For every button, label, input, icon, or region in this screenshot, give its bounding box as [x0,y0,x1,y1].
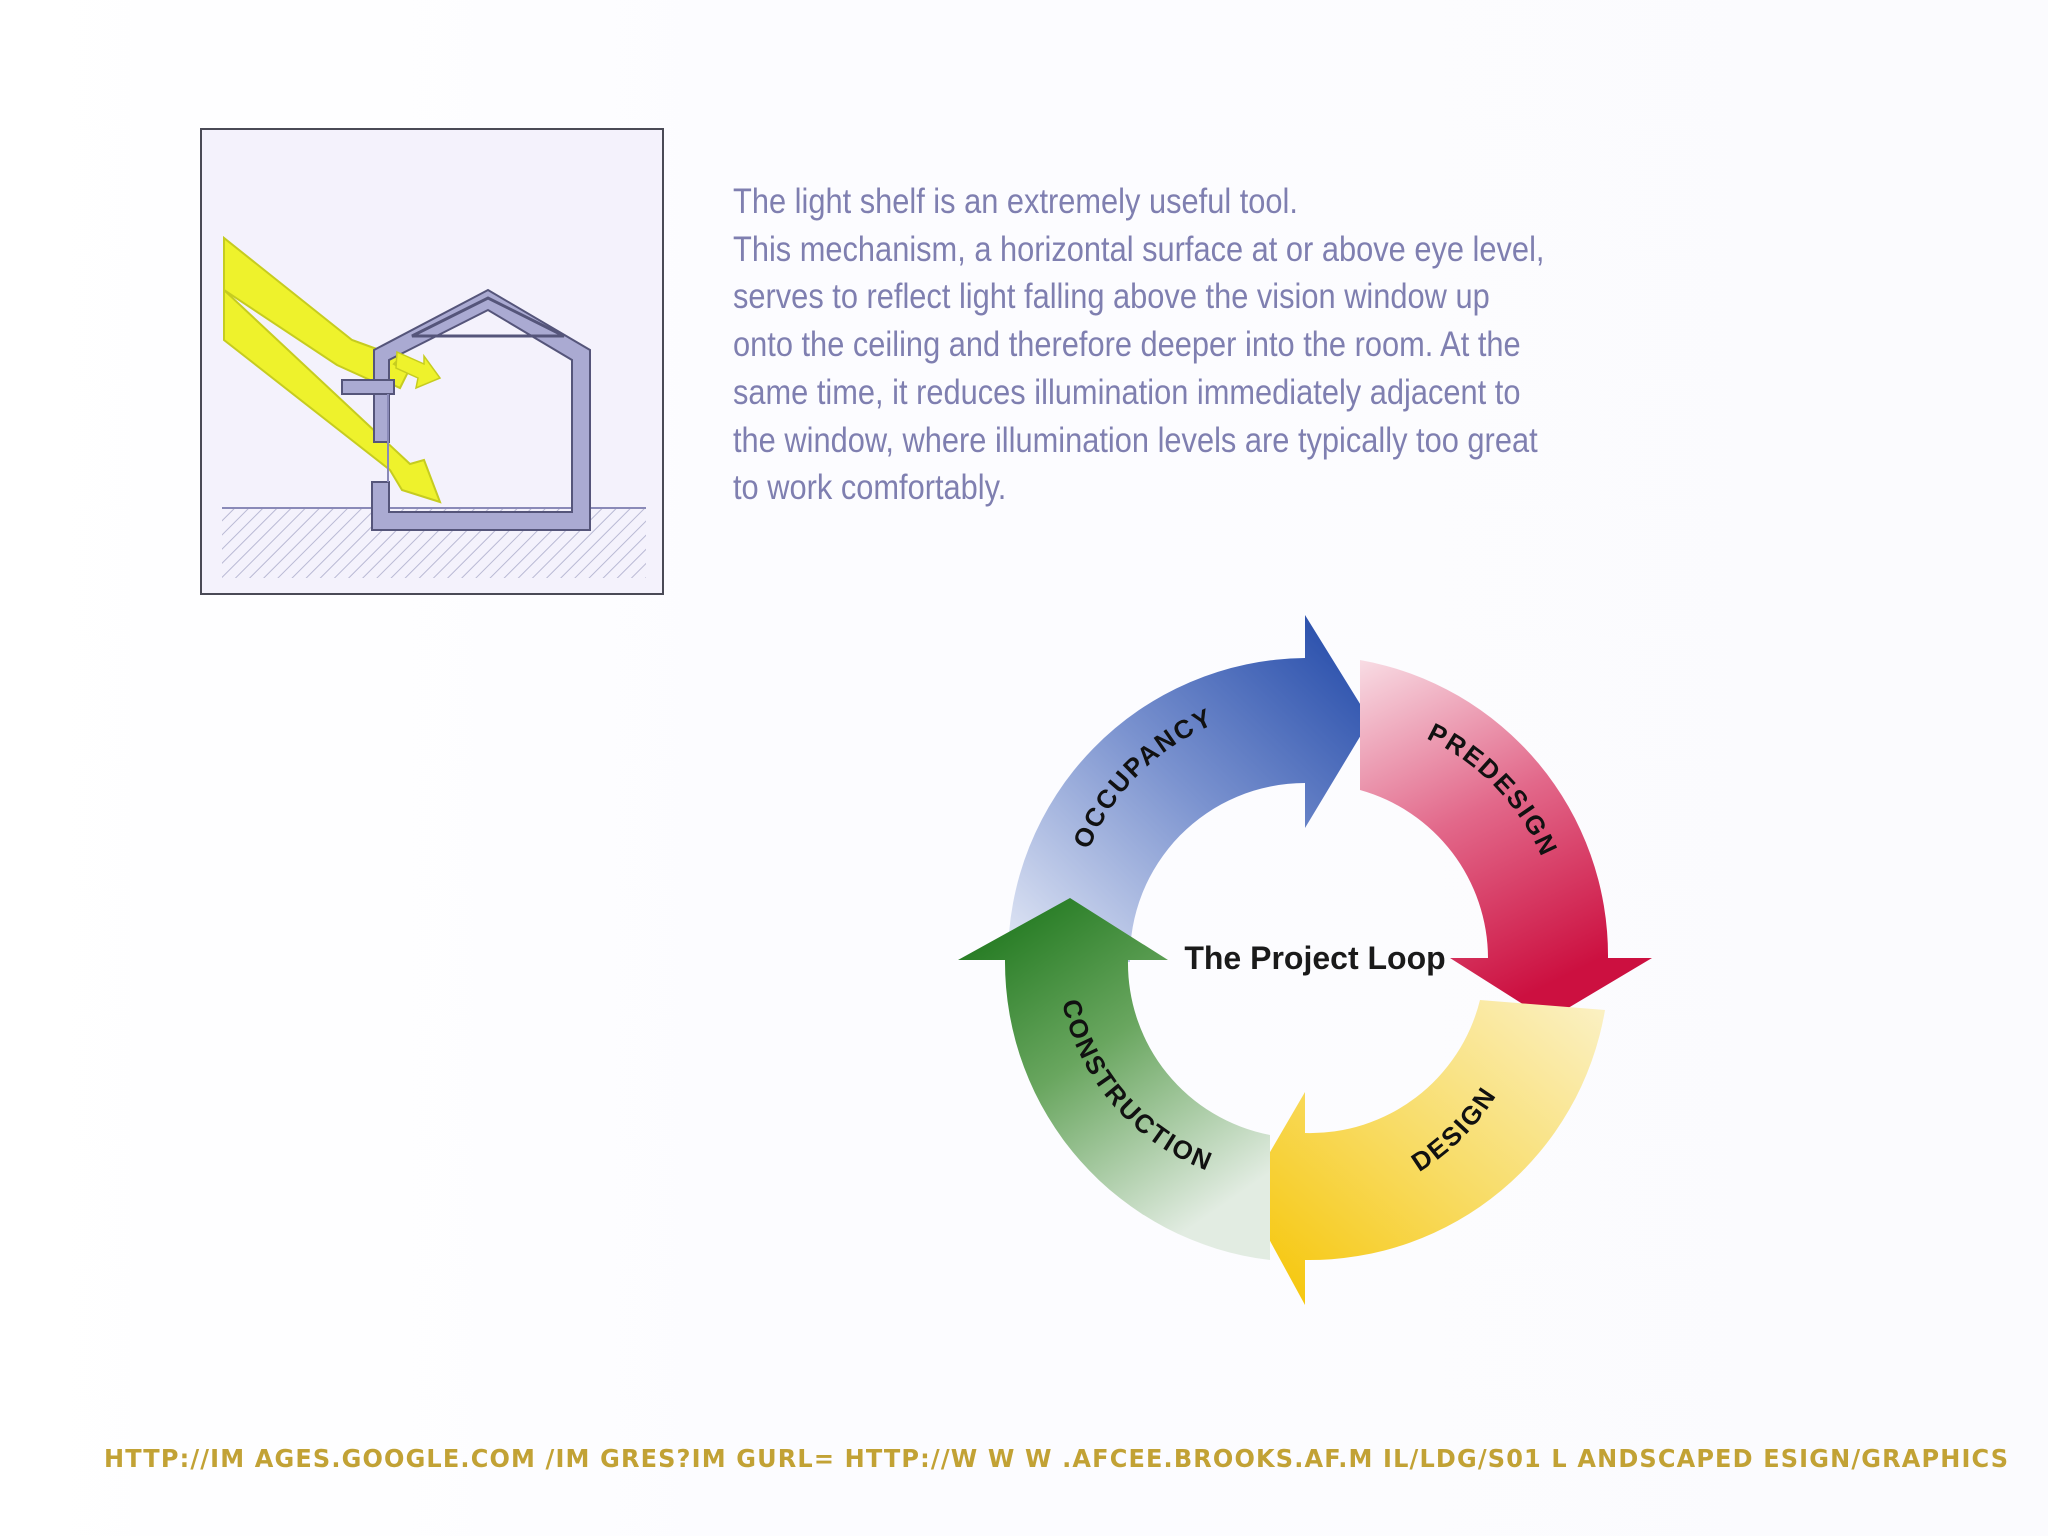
house-shell [371,288,591,531]
light-beam-lower [223,287,442,504]
text-line: This mechanism, a horizontal surface at … [733,229,1545,269]
loop-title: The Project Loop [1184,940,1446,976]
project-loop-diagram: OCCUPANCY PREDESIGN DESIGN CONSTRUCTION [958,615,1652,1305]
loop-segment-occupancy [1007,615,1370,962]
text-line: the window, where illumination levels ar… [733,420,1538,460]
text-line: The light shelf is an extremely useful t… [733,182,1298,221]
loop-segment-design [1245,1000,1605,1305]
text-line: serves to reflect light falling above th… [733,277,1490,317]
loop-segment-construction [958,898,1270,1260]
light-shelf [341,379,395,395]
loop-segment-predesign [1360,660,1652,1020]
light-shelf-description: The light shelf is an extremely useful t… [733,178,1545,512]
light-beam-upper [223,235,410,390]
text-line: to work comfortably. [733,468,1007,508]
light-shelf-diagram [200,128,664,595]
text-line: same time, it reduces illumination immed… [733,372,1521,412]
source-url: HTTP://IM AGES.GOOGLE.COM /IM GRES?IM GU… [104,1444,2010,1473]
reflected-light-arrow [395,350,442,390]
text-line: onto the ceiling and therefore deeper in… [733,325,1521,365]
roof-attic [411,296,565,338]
